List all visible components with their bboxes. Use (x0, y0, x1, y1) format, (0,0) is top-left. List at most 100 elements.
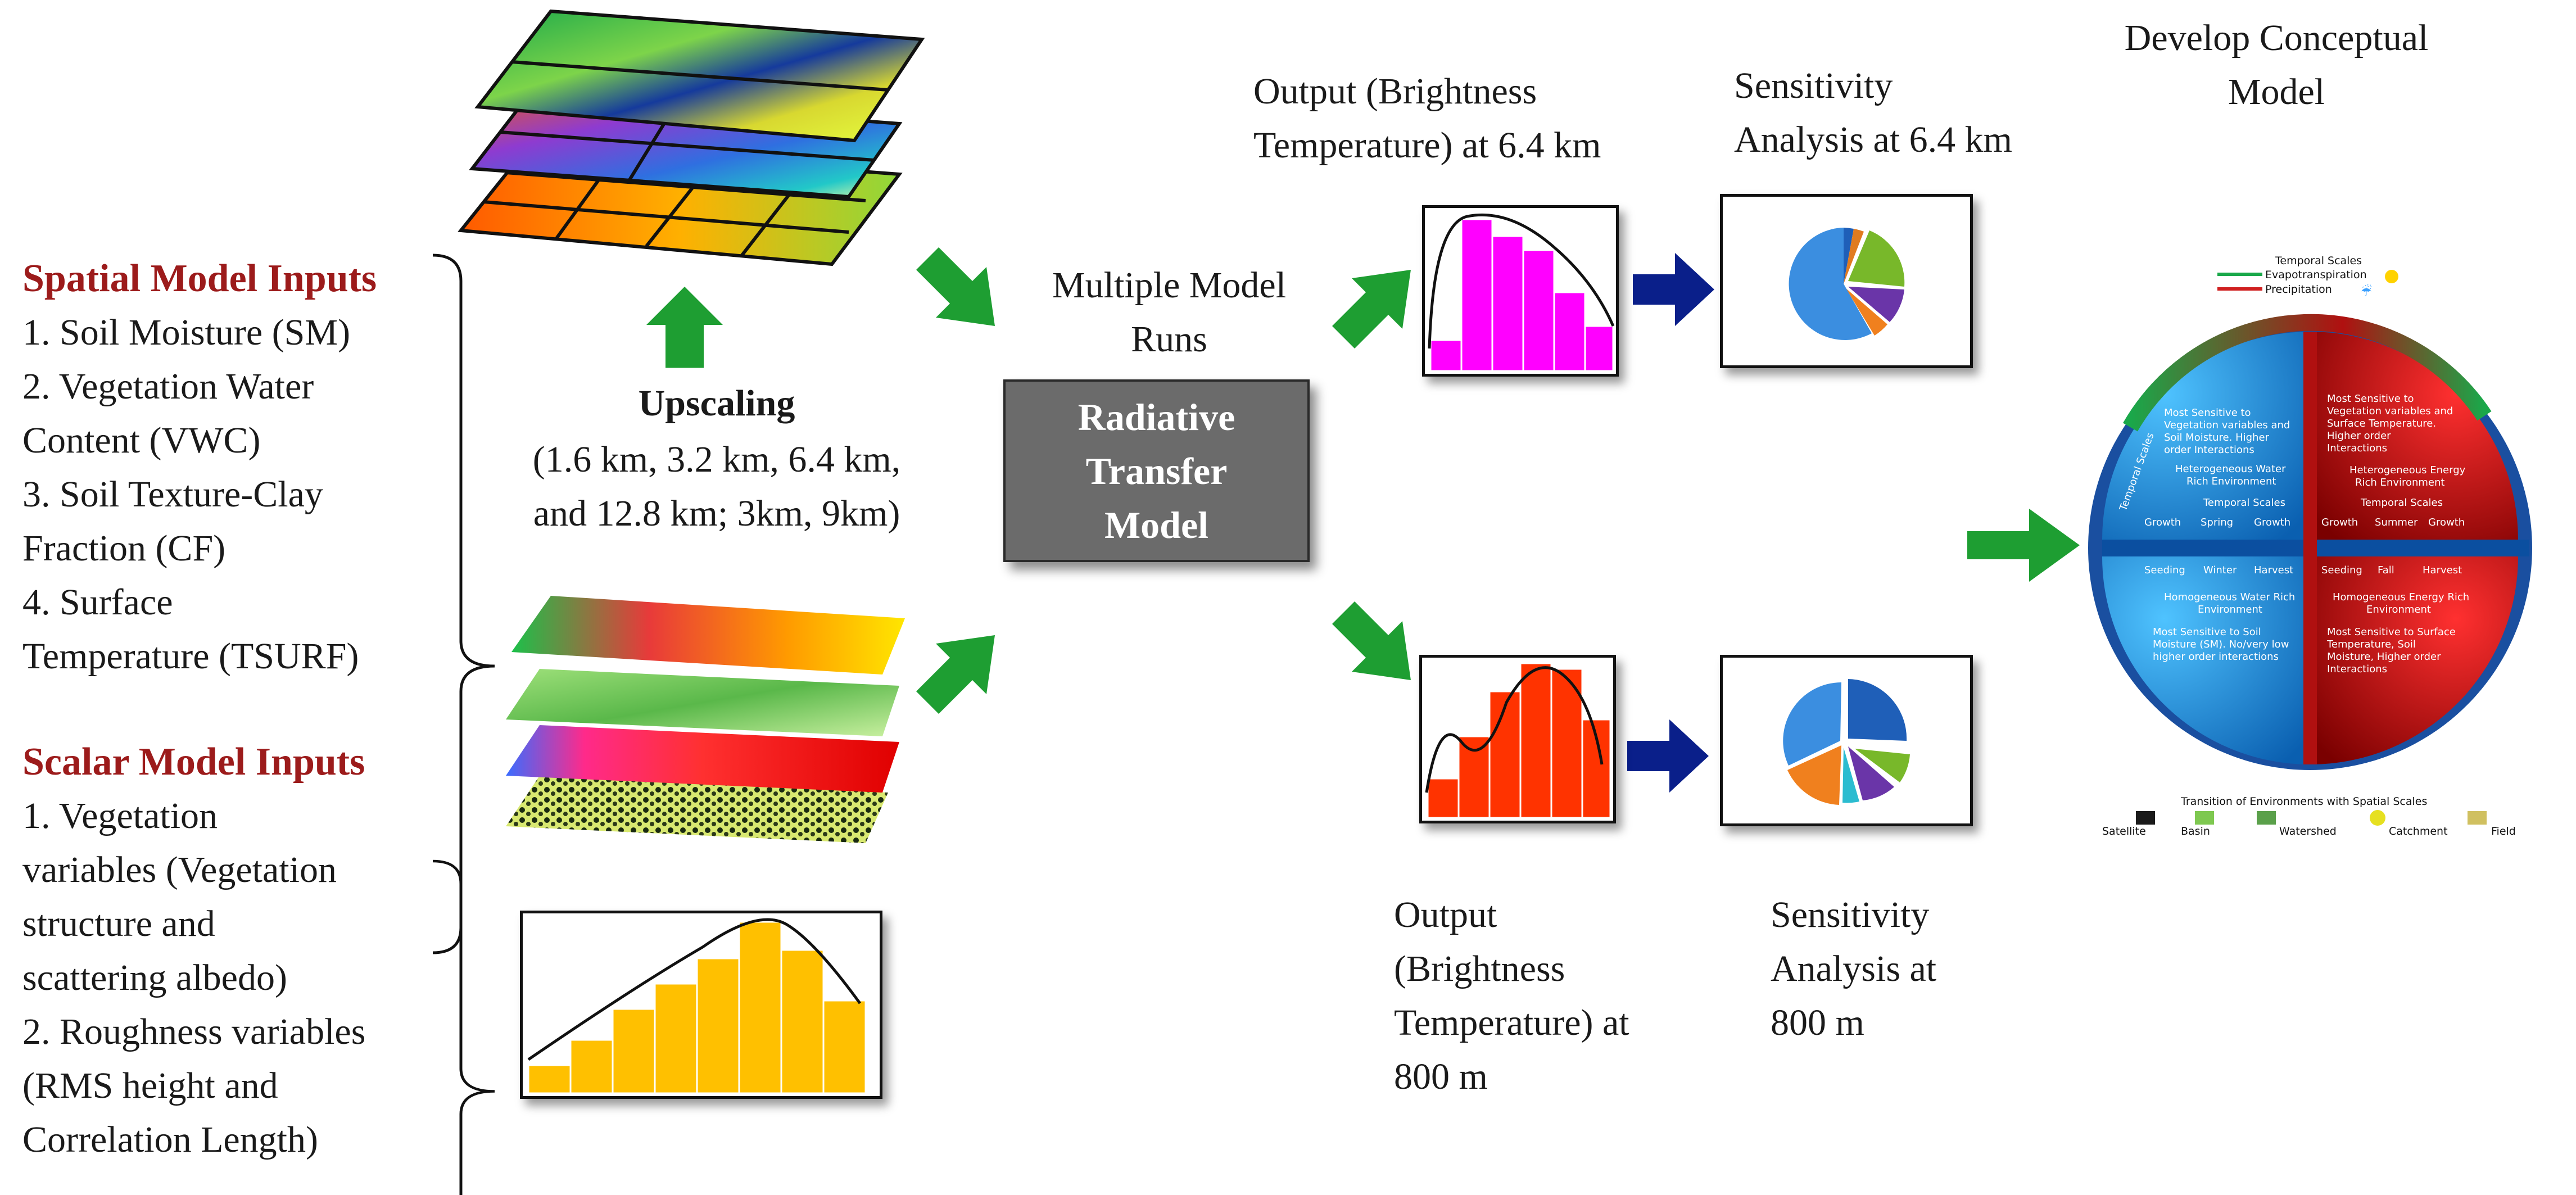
quadrant-text: Most Sensitive to Soil (2153, 626, 2261, 638)
sensitivity-top-label: Analysis at 6.4 km (1734, 119, 2012, 160)
quadrant-text: Interactions (2327, 663, 2387, 675)
output-bottom-label: Output (1394, 894, 1497, 935)
quadrant-text: Spring (2201, 517, 2233, 528)
output-top-label: Temperature) at 6.4 km (1253, 125, 1601, 166)
distribution-curve (527, 918, 862, 1061)
quadrant-text: Summer (2375, 517, 2418, 528)
scalar-input-item: Correlation Length) (22, 1119, 319, 1160)
arrow-to-runs-top (916, 247, 995, 326)
pie-slice (1789, 228, 1872, 340)
pie-slice (1848, 679, 1907, 741)
quadrant-bottom-right: Seeding Fall Harvest Homogeneous Energy … (2321, 564, 2469, 675)
spatial-input-item: 3. Soil Texture-Clay (22, 474, 323, 515)
quadrant-text: Surface Temperature. (2327, 418, 2436, 429)
sensitivity-top-pie-panel (1720, 194, 1973, 368)
output-bottom-label: (Brightness (1394, 948, 1565, 989)
output-bottom-histogram (1425, 662, 1611, 819)
quadrant-text: Moisture, Higher order (2327, 651, 2441, 663)
pie-slice (1846, 288, 1887, 336)
quadrant-text: Harvest (2423, 564, 2462, 576)
clay-fraction-layer (506, 669, 899, 736)
spatial-input-item: 2. Vegetation Water (22, 366, 314, 407)
sensitivity-bottom-pie-panel (1720, 655, 1973, 826)
legend-text: Temporal Scales (2275, 255, 2362, 267)
quadrant-text: Vegetation variables and (2164, 419, 2290, 431)
scalar-input-item: structure and (22, 903, 215, 944)
quadrant-text: Environment (2198, 604, 2262, 615)
upscaling-title: Upscaling (638, 383, 795, 424)
arrow-to-sensitivity-top (1633, 253, 1714, 326)
quadrant-text: Soil Moisture. Higher (2164, 432, 2270, 443)
multiple-runs-label: Runs (1131, 319, 1207, 360)
sensitivity-top-pie (1789, 228, 1905, 340)
output-bottom-label: Temperature) at (1394, 1002, 1629, 1043)
upscaling-arrow (646, 287, 723, 368)
scalar-brace (432, 859, 495, 1195)
conceptual-model-diagram: Temporal Scales Evapotranspiration Preci… (2088, 255, 2542, 838)
rtm-label: Radiative Transfer Model (1078, 395, 1235, 546)
scales-label: Transition of Environments with Spatial … (2180, 795, 2427, 808)
quadrant-text: Growth (2428, 517, 2465, 528)
spatial-input-item: 4. Surface (22, 582, 173, 623)
histogram-bars (527, 921, 867, 1094)
arrow-to-output-bottom (1332, 601, 1411, 680)
scalar-histogram (527, 918, 867, 1094)
scalar-inputs-heading: Scalar Model Inputs (22, 740, 365, 784)
quadrant-text: Moisture (SM). No/very low (2153, 639, 2289, 650)
spatial-input-item: Temperature (TSURF) (22, 636, 359, 677)
soil-moisture-layer (511, 596, 905, 675)
quadrant-text: Vegetation variables and (2327, 405, 2453, 417)
quadrant-text: Most Sensitive to (2164, 407, 2251, 419)
quadrant-text: Most Sensitive to Surface (2327, 626, 2456, 638)
radiative-transfer-model-box: Radiative Transfer Model (1003, 379, 1310, 562)
output-bottom-histogram-panel (1419, 655, 1616, 823)
input-braces (432, 254, 495, 1195)
quadrant-text: Growth (2321, 517, 2358, 528)
output-top-histogram-panel (1422, 205, 1619, 377)
sensitivity-bottom-label: 800 m (1771, 1002, 1864, 1043)
quadrant-text: Winter (2203, 564, 2237, 576)
quadrant-text: Temperature, Soil (2326, 639, 2416, 650)
spatial-input-item: Fraction (CF) (22, 528, 226, 569)
quadrant-text: Homogeneous Energy Rich (2333, 591, 2469, 603)
rain-icon: ☔ (2361, 284, 2372, 299)
quadrant-text: Growth (2254, 517, 2290, 528)
spatial-input-item: Content (VWC) (22, 420, 261, 461)
quadrant-text: Higher order (2327, 430, 2391, 442)
scalar-histogram-panel (520, 911, 882, 1099)
quadrant-text: Growth (2144, 517, 2181, 528)
pie-slice (1855, 749, 1910, 782)
spatial-inputs-heading: Spatial Model Inputs (22, 257, 377, 300)
quadrant-top-right: Most Sensitive to Vegetation variables a… (2321, 393, 2466, 528)
scale-label: Catchment (2389, 825, 2448, 838)
output-top-histogram (1428, 213, 1615, 372)
upscaled-layer-stack (458, 9, 925, 266)
upscaling-detail: (1.6 km, 3.2 km, 6.4 km, (532, 439, 901, 480)
upscaling-detail: and 12.8 km; 3km, 9km) (533, 493, 900, 534)
quadrant-bottom-left: Seeding Winter Harvest Homogeneous Water… (2144, 564, 2295, 663)
sensitivity-bottom-pie (1783, 679, 1910, 805)
legend-text: Evapotranspiration (2265, 269, 2367, 281)
conceptual-title: Model (2228, 71, 2325, 112)
pie-slice (1844, 228, 1854, 284)
scalar-input-item: scattering albedo) (22, 957, 287, 998)
scalar-input-item: 1. Vegetation (22, 795, 218, 836)
sun-icon (2385, 270, 2398, 283)
quadrant-text: Environment (2366, 604, 2431, 615)
conceptual-title: Develop Conceptual (2124, 17, 2429, 58)
spatial-brace (432, 254, 495, 954)
quadrant-text: Heterogeneous Water (2175, 463, 2286, 475)
quadrant-text: Most Sensitive to (2327, 393, 2414, 405)
histogram-bars (1429, 218, 1614, 372)
output-top-label: Output (Brightness (1253, 71, 1537, 112)
pie-slice (1783, 682, 1841, 766)
distribution-curve (1425, 666, 1604, 793)
multiple-runs-label: Multiple Model (1052, 265, 1287, 306)
quadrant-text: Temporal Scales (2360, 497, 2443, 509)
pie-slice (1848, 230, 1905, 287)
histogram-bars (1427, 662, 1611, 819)
quadrant-text: Temporal Scales (2203, 497, 2285, 509)
arrow-to-sensitivity-bottom (1627, 719, 1709, 793)
output-bottom-label: 800 m (1394, 1056, 1488, 1097)
pie-slice (1848, 287, 1904, 322)
